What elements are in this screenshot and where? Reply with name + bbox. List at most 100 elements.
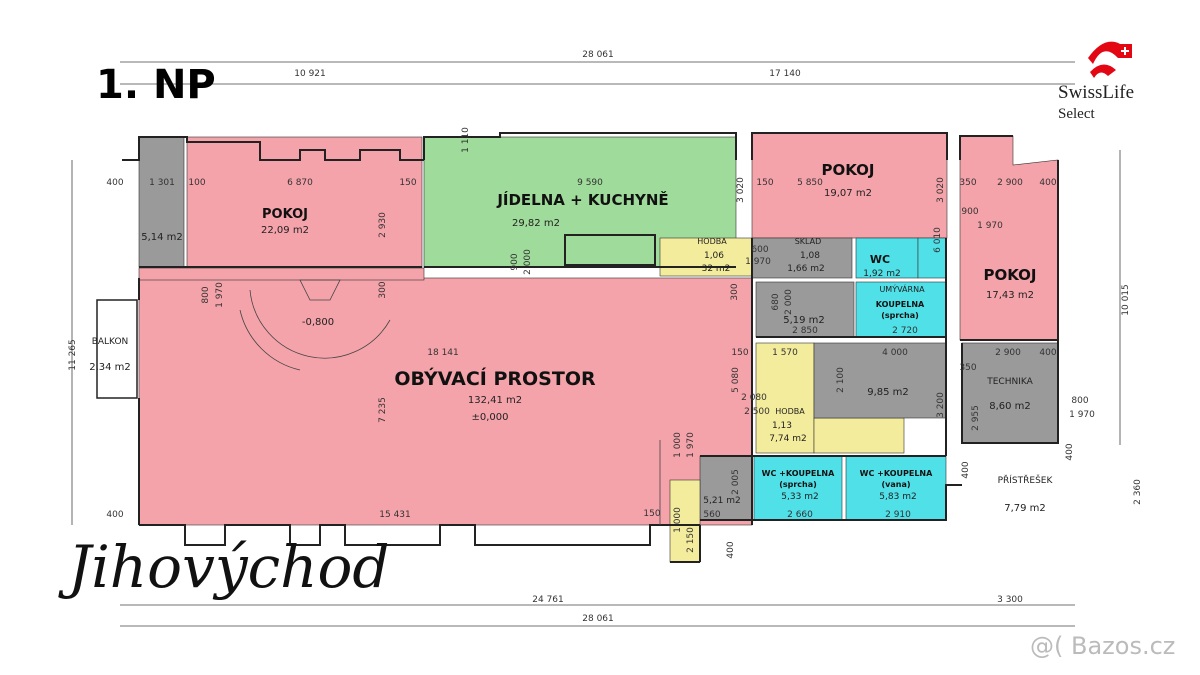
dim-2150: 2 150 — [686, 527, 696, 553]
dimension-texts: 28 061 10 921 17 140 24 761 3 300 28 061… — [68, 50, 1143, 624]
pokoj-top-right-area: 19,07 m2 — [824, 188, 872, 199]
hodba-top-name: HODBA — [697, 237, 727, 246]
wc-area: 1,92 m2 — [863, 269, 900, 279]
dim-pokoj-tr-width: 5 850 — [797, 178, 823, 188]
balkon-strip — [96, 299, 138, 399]
dim-1970-tech: 1 970 — [1069, 410, 1095, 420]
pokoj-left-name: POKOJ — [262, 207, 308, 222]
dim-5080: 5 080 — [731, 367, 741, 393]
dim-800: 800 — [1071, 396, 1088, 406]
umyvarna-name: UMÝVÁRNA — [879, 283, 925, 294]
dim-400-e: 400 — [1065, 443, 1075, 460]
dim-pristresek-height: 2 360 — [1133, 479, 1143, 505]
dim-left-height: 11 265 — [68, 339, 78, 371]
pokoj-right-area: 17,43 m2 — [986, 290, 1034, 301]
dim-1000: 1 000 — [673, 432, 683, 458]
stair-area — [239, 279, 391, 371]
pokoj-right-name: POKOJ — [983, 266, 1036, 284]
dim-right-height: 10 015 — [1121, 284, 1131, 316]
brand-sub: Select — [1058, 106, 1095, 122]
balkon-area: 2,34 m2 — [89, 362, 131, 373]
dim-top-left: 10 921 — [294, 69, 326, 79]
dim-2080: 2 080 — [741, 393, 767, 403]
living-name: OBÝVACÍ PROSTOR — [394, 366, 596, 390]
dim-6010: 6 010 — [933, 227, 943, 253]
dim-3200: 3 200 — [936, 392, 946, 418]
dim-living-height: 7 235 — [378, 397, 388, 423]
orientation-label: Jihovýchod — [68, 533, 390, 601]
technika-name: TECHNIKA — [986, 377, 1033, 387]
hodba-top-area: 1,06 — [704, 251, 724, 261]
living-fill — [138, 277, 753, 526]
dim-300-b: 300 — [730, 283, 740, 300]
dim-150-d: 150 — [643, 509, 660, 519]
wc-koupelna-sprcha-name: WC +KOUPELNA — [762, 469, 835, 478]
dim-1970-pokoj: 1 970 — [977, 221, 1003, 231]
dim-2720: 2 720 — [892, 326, 918, 336]
dim-kitchen-width: 9 590 — [577, 178, 603, 188]
dim-2000-k: 2 000 — [523, 249, 533, 275]
dim-150-b: 150 — [756, 178, 773, 188]
sklad-fill — [751, 237, 853, 279]
kitchen-name: JÍDELNA + KUCHYNĚ — [496, 190, 668, 209]
dim-2955: 2 955 — [971, 405, 981, 431]
dim-2000-s: 2 000 — [784, 289, 794, 315]
room-985-fill — [813, 342, 947, 419]
room-519-fill — [755, 281, 855, 338]
kitchen-area: 29,82 m2 — [512, 218, 560, 229]
brand-name: SwissLife — [1058, 82, 1134, 103]
dim-400-a: 400 — [106, 178, 123, 188]
pokoj-left-fill — [186, 136, 423, 268]
umyvarna-fill — [917, 237, 947, 279]
wc-koupelna-sprcha-area: 5,33 m2 — [781, 492, 818, 502]
hodba-mid-name: HODBA — [775, 407, 805, 416]
pristresek-area: 7,79 m2 — [1004, 503, 1046, 514]
koupelna-top-fill — [855, 281, 947, 338]
dim-150-c: 150 — [731, 348, 748, 358]
floor-title: 1. NP — [96, 62, 216, 108]
hodba-mid-area: 1,13 — [772, 421, 792, 431]
dim-bottom-left: 24 761 — [532, 595, 564, 605]
dim-pokoj-left-width: 6 870 — [287, 178, 313, 188]
dim-3020: 3 020 — [736, 177, 746, 203]
room-985-area: 9,85 m2 — [867, 387, 909, 398]
dim-1000-b: 1 000 — [673, 507, 683, 533]
dim-2900-b: 2 900 — [995, 348, 1021, 358]
sklad-area2: 1,66 m2 — [787, 264, 824, 274]
dim-1970-l: 1 970 — [215, 282, 225, 308]
dim-800-l: 800 — [201, 286, 211, 303]
dim-350-b: 350 — [959, 363, 976, 373]
dim-560: 560 — [703, 510, 720, 520]
dim-2100: 2 100 — [836, 367, 846, 393]
living-level: ±0,000 — [471, 412, 508, 423]
dim-1110: 1 110 — [461, 127, 471, 153]
sklad-area: 1,08 — [800, 251, 820, 261]
dimension-lines — [71, 61, 1121, 627]
dim-1570: 1 570 — [772, 348, 798, 358]
dim-400-b: 400 — [106, 510, 123, 520]
dim-2005: 2 005 — [731, 469, 741, 495]
technika-area: 8,60 m2 — [989, 401, 1031, 412]
dim-4000: 4 000 — [882, 348, 908, 358]
dim-350: 350 — [959, 178, 976, 188]
dim-2500: 2 500 — [744, 407, 770, 417]
hodba-top-fill — [659, 237, 753, 277]
dim-900-pokoj: 900 — [961, 207, 978, 217]
dim-600: 600 — [751, 245, 768, 255]
room-fills — [96, 132, 1059, 563]
dim-400-f: 400 — [726, 541, 736, 558]
walls — [122, 132, 1059, 563]
dim-150-a: 150 — [399, 178, 416, 188]
hodba-mid-fill — [755, 342, 815, 454]
stair-level: -0,800 — [302, 317, 334, 328]
dim-1970-h: 1 970 — [745, 257, 771, 267]
wc-koupelna-vana-area: 5,83 m2 — [879, 492, 916, 502]
dim-top-right: 17 140 — [769, 69, 801, 79]
storage-left-area: 5,14 m2 — [141, 232, 183, 243]
technika-fill — [961, 342, 1059, 444]
room-521-area: 5,21 m2 — [703, 496, 740, 506]
swisslife-logo-icon — [1088, 41, 1132, 78]
wc-fill — [855, 237, 919, 279]
